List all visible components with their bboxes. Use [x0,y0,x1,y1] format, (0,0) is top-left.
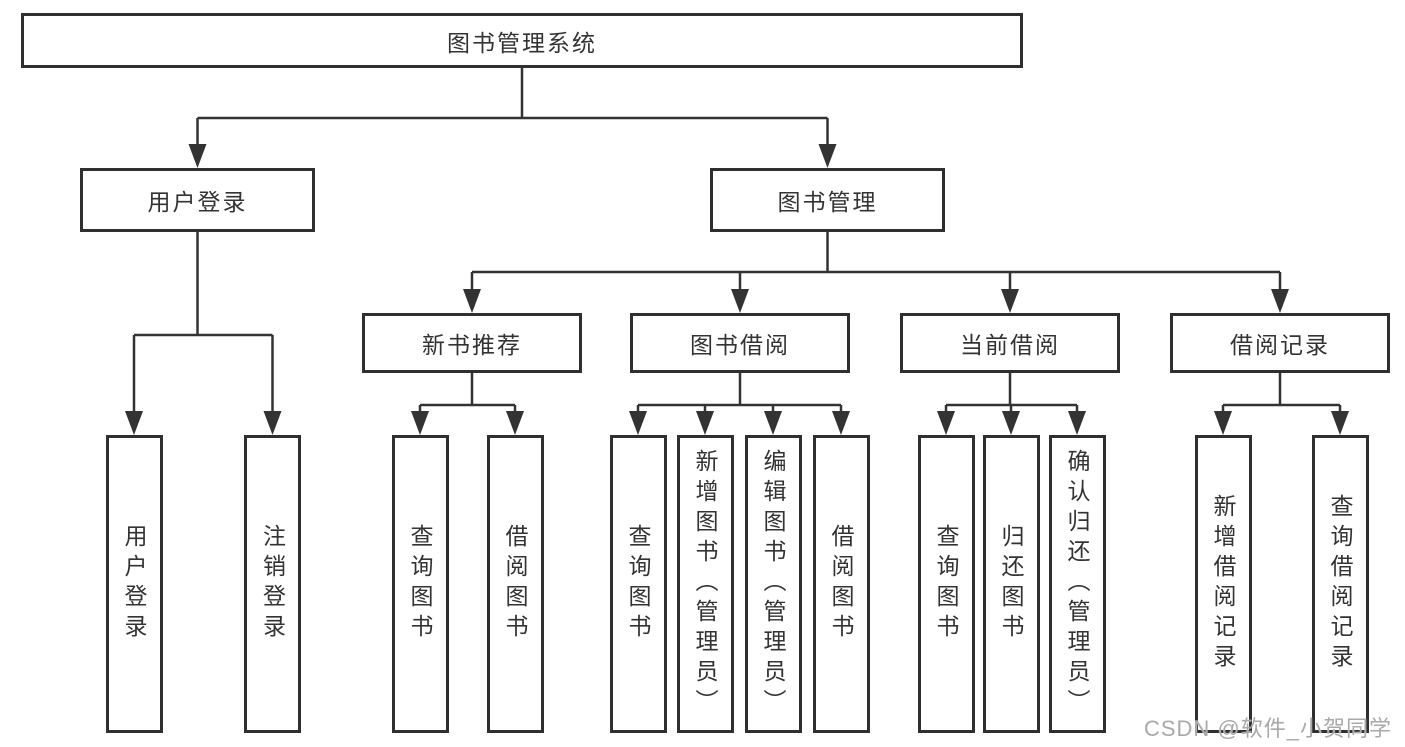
node-book-borrowing: 图书借阅 [630,313,850,373]
leaf-records-query-borrow-record: 查询借阅记录 [1311,435,1369,733]
leaf-borrowing-borrow-books: 借阅图书 [812,435,870,733]
node-current-borrowing: 当前借阅 [900,313,1120,373]
leaf-user-login: 用户登录 [105,435,163,733]
node-new-book-recommendation: 新书推荐 [362,313,582,373]
node-borrowing-records-label: 借阅记录 [1230,332,1330,358]
node-book-management: 图书管理 [710,168,945,232]
leaf-current-confirm-return-admin-label: 确认归还（管理员） [1064,449,1090,719]
leaf-current-query-books: 查询图书 [917,435,975,733]
node-borrowing-records: 借阅记录 [1170,313,1390,373]
watermark: CSDN @软件_小贺同学 [1143,716,1392,741]
leaf-newbook-borrow-books: 借阅图书 [486,435,544,733]
leaf-records-add-borrow-record: 新增借阅记录 [1194,435,1252,733]
leaf-newbook-query-books: 查询图书 [391,435,449,733]
leaf-user-logout-label: 注销登录 [259,524,286,644]
node-book-management-label: 图书管理 [777,189,878,215]
leaf-records-add-borrow-record-label: 新增借阅记录 [1210,494,1236,674]
leaf-current-confirm-return-admin: 确认归还（管理员） [1048,435,1106,733]
node-new-book-recommendation-label: 新书推荐 [422,332,522,358]
node-book-borrowing-label: 图书借阅 [690,332,790,358]
node-current-borrowing-label: 当前借阅 [960,332,1060,358]
leaf-user-logout: 注销登录 [244,435,301,733]
leaf-current-return-books: 归还图书 [982,435,1040,733]
leaf-borrowing-edit-books-admin-label: 编辑图书（管理员） [760,449,786,719]
leaf-newbook-borrow-books-label: 借阅图书 [502,524,528,644]
node-user-login-label: 用户登录 [147,189,248,215]
node-user-login: 用户登录 [80,168,315,232]
leaf-records-query-borrow-record-label: 查询借阅记录 [1327,494,1353,674]
leaf-borrowing-query-books: 查询图书 [609,435,667,733]
node-library-system-label: 图书管理系统 [447,29,597,56]
leaf-current-query-books-label: 查询图书 [933,524,959,644]
leaf-borrowing-edit-books-admin: 编辑图书（管理员） [744,435,802,733]
leaf-user-login-label: 用户登录 [121,524,147,644]
leaf-borrowing-borrow-books-label: 借阅图书 [828,524,854,644]
leaf-newbook-query-books-label: 查询图书 [407,524,433,644]
leaf-borrowing-add-books-admin: 新增图书（管理员） [676,435,734,733]
leaf-borrowing-add-books-admin-label: 新增图书（管理员） [692,449,718,719]
leaf-current-return-books-label: 归还图书 [998,524,1024,644]
node-library-system: 图书管理系统 [21,13,1023,68]
leaf-borrowing-query-books-label: 查询图书 [625,524,651,644]
